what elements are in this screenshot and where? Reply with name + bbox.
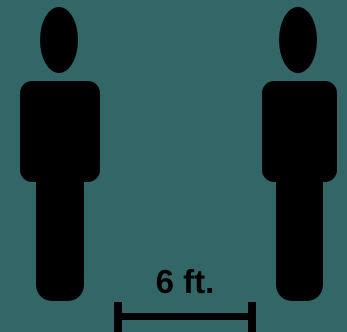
- person-torso: [20, 81, 100, 182]
- person-legs: [276, 170, 323, 301]
- distance-label: 6 ft.: [155, 263, 215, 300]
- distance-marker-bar: [118, 313, 254, 320]
- person-torso: [262, 81, 337, 182]
- person-icon-right: [262, 0, 338, 332]
- person-icon-left: [20, 0, 102, 332]
- person-head: [40, 7, 78, 73]
- distance-marker-right-cap: [248, 302, 256, 332]
- person-head: [279, 7, 317, 73]
- person-legs: [36, 170, 84, 301]
